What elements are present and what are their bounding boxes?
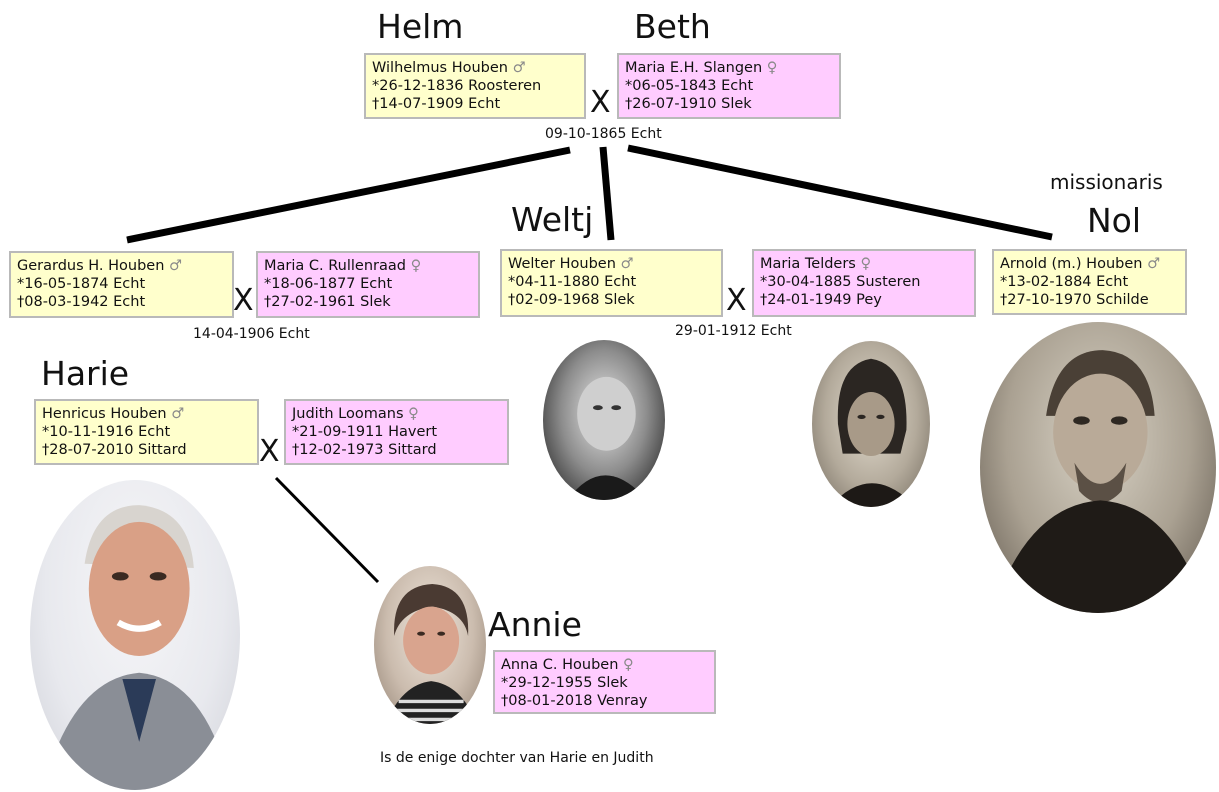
male-icon: ♂	[169, 258, 183, 274]
portrait-henricus	[30, 480, 240, 790]
death-line: †27-10-1970 Schilde	[1000, 292, 1149, 308]
nickname-helm: Helm	[377, 7, 464, 46]
person-card-arnold[interactable]: Arnold (m.) Houben ♂ *13-02-1884 Echt †2…	[992, 249, 1187, 315]
nickname-weltj: Weltj	[511, 200, 594, 239]
marriage-cross: X	[233, 283, 254, 318]
birth-line: *04-11-1880 Echt	[508, 274, 637, 290]
person-name: Maria E.H. Slangen	[625, 60, 763, 76]
female-icon: ♀	[623, 657, 634, 673]
person-card-maria-eh[interactable]: Maria E.H. Slangen ♀ *06-05-1843 Echt †2…	[617, 53, 841, 119]
female-icon: ♀	[766, 60, 778, 76]
line-to-arnold	[627, 144, 1053, 241]
caption-text: Is de enige dochter van Harie en Judith	[380, 750, 654, 766]
portrait-welter	[543, 340, 665, 500]
marriage-cross: X	[259, 434, 280, 469]
female-icon: ♀	[408, 406, 419, 422]
nickname-annie: Annie	[488, 605, 582, 644]
death-line: †08-01-2018 Venray	[501, 693, 648, 709]
death-line: †08-03-1942 Echt	[17, 294, 146, 310]
person-name: Maria Telders	[760, 256, 856, 272]
nickname-beth: Beth	[634, 7, 711, 46]
nickname-harie: Harie	[41, 354, 130, 393]
person-name: Wilhelmus Houben	[372, 60, 508, 76]
male-icon: ♂	[512, 60, 526, 76]
label-missionaris: missionaris	[1050, 170, 1163, 194]
marriage-date: 09-10-1865 Echt	[545, 126, 662, 142]
line-to-welter	[599, 146, 615, 241]
person-name: Maria C. Rullenraad	[264, 258, 406, 274]
person-name: Gerardus H. Houben	[17, 258, 165, 274]
death-line: †28-07-2010 Sittard	[42, 442, 187, 458]
birth-line: *26-12-1836 Roosteren	[372, 78, 542, 94]
marriage-date: 14-04-1906 Echt	[193, 326, 310, 342]
person-name: Arnold (m.) Houben	[1000, 256, 1143, 272]
person-card-maria-t[interactable]: Maria Telders ♀ *30-04-1885 Susteren †24…	[752, 249, 976, 317]
portrait-arnold	[980, 322, 1216, 613]
person-card-gerardus[interactable]: Gerardus H. Houben ♂ *16-05-1874 Echt †0…	[9, 251, 234, 318]
death-line: †14-07-1909 Echt	[372, 96, 501, 112]
portrait-maria-telders	[812, 341, 930, 507]
birth-line: *30-04-1885 Susteren	[760, 274, 921, 290]
female-icon: ♀	[410, 258, 422, 274]
birth-line: *21-09-1911 Havert	[292, 424, 438, 440]
person-name: Welter Houben	[508, 256, 616, 272]
line-to-annie	[274, 476, 380, 584]
birth-line: *06-05-1843 Echt	[625, 78, 754, 94]
death-line: †12-02-1973 Sittard	[292, 442, 437, 458]
person-card-wilhelmus[interactable]: Wilhelmus Houben ♂ *26-12-1836 Roosteren…	[364, 53, 586, 119]
birth-line: *16-05-1874 Echt	[17, 276, 146, 292]
person-card-welter[interactable]: Welter Houben ♂ *04-11-1880 Echt †02-09-…	[500, 249, 723, 317]
marriage-cross: X	[590, 85, 611, 120]
birth-line: *18-06-1877 Echt	[264, 276, 393, 292]
person-name: Anna C. Houben	[501, 657, 619, 673]
line-to-gerardus	[126, 146, 571, 244]
person-card-judith[interactable]: Judith Loomans ♀ *21-09-1911 Havert †12-…	[284, 399, 509, 465]
person-card-anna[interactable]: Anna C. Houben ♀ *29-12-1955 Slek †08-01…	[493, 650, 716, 714]
birth-line: *13-02-1884 Echt	[1000, 274, 1129, 290]
death-line: †02-09-1968 Slek	[508, 292, 635, 308]
male-icon: ♂	[171, 406, 185, 422]
marriage-cross: X	[726, 283, 747, 318]
female-icon: ♀	[860, 256, 872, 272]
person-card-henricus[interactable]: Henricus Houben ♂ *10-11-1916 Echt †28-0…	[34, 399, 259, 465]
person-name: Henricus Houben	[42, 406, 167, 422]
person-name: Judith Loomans	[292, 406, 404, 422]
nickname-nol: Nol	[1087, 201, 1142, 240]
portrait-annie	[374, 566, 486, 724]
death-line: †24-01-1949 Pey	[760, 292, 882, 308]
marriage-date: 29-01-1912 Echt	[675, 323, 792, 339]
male-icon: ♂	[1147, 256, 1161, 272]
birth-line: *29-12-1955 Slek	[501, 675, 628, 691]
death-line: †26-07-1910 Slek	[625, 96, 752, 112]
birth-line: *10-11-1916 Echt	[42, 424, 171, 440]
death-line: †27-02-1961 Slek	[264, 294, 391, 310]
person-card-maria-c[interactable]: Maria C. Rullenraad ♀ *18-06-1877 Echt †…	[256, 251, 480, 318]
male-icon: ♂	[620, 256, 634, 272]
